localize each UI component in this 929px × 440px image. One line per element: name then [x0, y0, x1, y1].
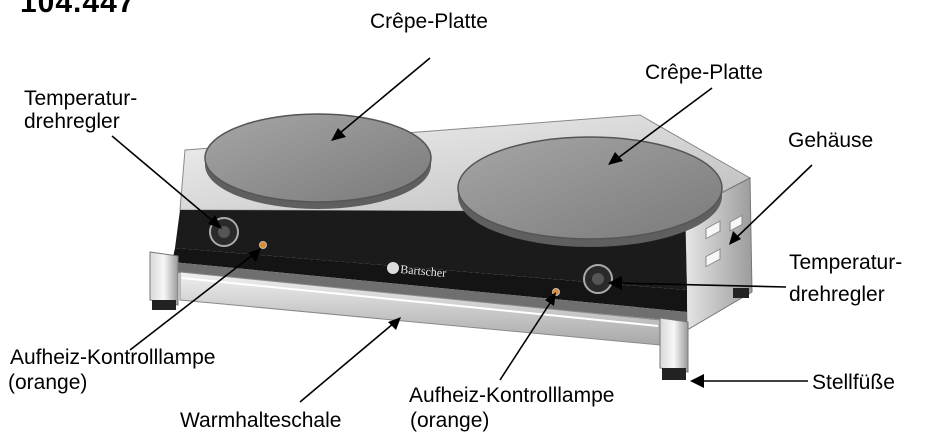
arrowhead-plate-left — [331, 128, 346, 141]
leader-lamp-left — [129, 253, 255, 351]
label-temp-left-1: Temperatur- — [24, 87, 138, 110]
arrowhead-feet — [690, 374, 704, 388]
temperature-knob-right-cap — [592, 273, 604, 285]
leader-plate-right — [617, 87, 713, 159]
leader-lamp-right — [499, 299, 553, 381]
back-foot — [733, 288, 749, 298]
arrowhead-lamp-left — [248, 248, 261, 262]
crepe-plate-left — [204, 113, 432, 203]
arrowhead-temp-right — [608, 276, 622, 290]
label-plate-left: Crêpe-Platte — [370, 10, 488, 33]
control-panel-lower — [172, 248, 687, 312]
leader-temp-right — [617, 282, 787, 288]
label-warm-tray: Warmhalteschale — [180, 409, 342, 432]
left-leg — [149, 251, 179, 306]
temperature-knob-left-cap — [218, 226, 230, 238]
model-number: 104.447 — [20, 0, 136, 19]
right-foot — [662, 368, 686, 380]
leader-warm-tray — [299, 322, 395, 403]
arrowhead-warm-tray — [388, 317, 401, 330]
side-vent — [729, 214, 743, 232]
label-lamp-right-2: (orange) — [410, 409, 490, 432]
arrowhead-temp-left — [208, 215, 222, 229]
label-plate-right: Crêpe-Platte — [645, 61, 763, 84]
side-vent — [705, 248, 721, 268]
label-temp-right-2: drehregler — [789, 283, 885, 306]
tray-edge — [181, 277, 659, 327]
right-leg — [659, 317, 689, 373]
indicator-lamp-left — [259, 241, 267, 249]
side-vent — [705, 220, 721, 240]
brand-logo-text: Bartscher — [400, 262, 447, 280]
leader-plate-left — [339, 57, 431, 134]
label-housing: Gehäuse — [788, 129, 874, 152]
crepe-plate-right — [457, 136, 723, 240]
label-feet: Stellfüße — [812, 371, 895, 394]
arrowhead-housing — [729, 231, 741, 245]
label-lamp-left-1: Aufheiz-Kontrolllampe — [10, 346, 216, 369]
left-foot — [152, 300, 176, 310]
label-temp-right-1: Temperatur- — [789, 251, 903, 274]
leader-temp-left — [111, 135, 215, 223]
arrowhead-lamp-right — [545, 292, 556, 306]
label-lamp-right-1: Aufheiz-Kontrolllampe — [409, 384, 615, 407]
label-temp-left-2: drehregler — [24, 110, 120, 133]
leader-lines — [111, 57, 813, 403]
leader-housing — [735, 164, 813, 239]
arrowhead-plate-right — [608, 152, 623, 165]
label-lamp-left-2: (orange) — [8, 371, 88, 394]
lower-front — [170, 262, 687, 322]
brand-logo-mark — [387, 262, 399, 274]
